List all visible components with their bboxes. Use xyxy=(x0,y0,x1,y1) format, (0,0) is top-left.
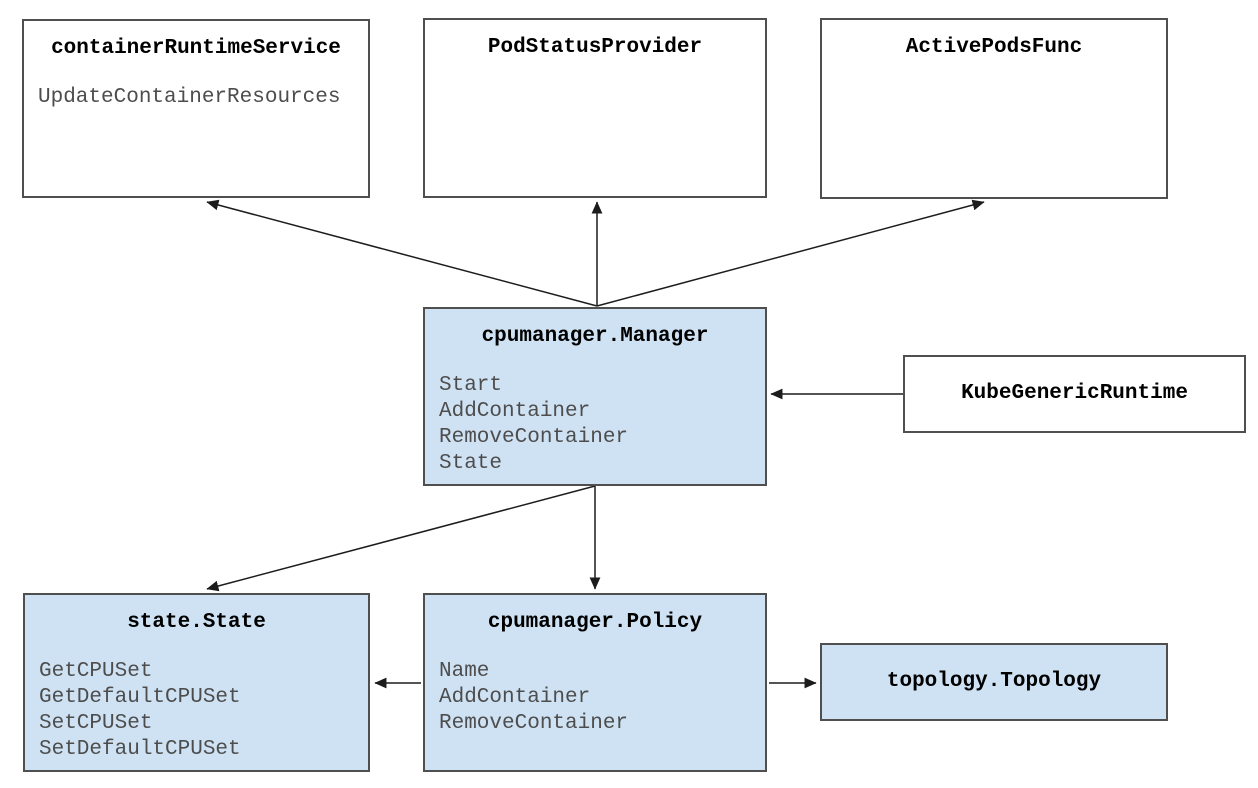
arrow-manager-to-state-state xyxy=(206,485,596,592)
node-title: ActivePodsFunc xyxy=(905,36,1083,59)
node-methods: GetCPUSet GetDefaultCPUSet SetCPUSet Set… xyxy=(39,660,241,761)
arrow-manager-to-container-runtime-service xyxy=(206,199,598,307)
node-title: KubeGenericRuntime xyxy=(961,382,1188,405)
node-container-runtime-service: containerRuntimeService UpdateContainerR… xyxy=(22,19,370,198)
node-title: cpumanager.Manager xyxy=(481,325,709,348)
node-title: containerRuntimeService xyxy=(51,37,341,60)
node-title: cpumanager.Policy xyxy=(487,611,703,634)
node-methods: Name AddContainer RemoveContainer xyxy=(439,660,629,735)
node-topology-topology: topology.Topology xyxy=(820,643,1168,721)
node-cpumanager-policy: cpumanager.Policy Name AddContainer Remo… xyxy=(423,593,767,772)
node-state-state: state.State GetCPUSet GetDefaultCPUSet S… xyxy=(23,593,370,772)
node-title: state.State xyxy=(127,611,266,634)
node-methods: Start AddContainer RemoveContainer State xyxy=(439,374,629,475)
node-kube-generic-runtime: KubeGenericRuntime xyxy=(903,355,1246,433)
node-methods: UpdateContainerResources xyxy=(38,86,341,109)
node-pod-status-provider: PodStatusProvider xyxy=(423,18,767,198)
arrow-manager-to-active-pods-func xyxy=(596,199,985,307)
node-active-pods-func: ActivePodsFunc xyxy=(820,18,1168,199)
node-cpumanager-manager: cpumanager.Manager Start AddContainer Re… xyxy=(423,307,767,486)
node-title: PodStatusProvider xyxy=(487,36,703,59)
node-title: topology.Topology xyxy=(886,670,1102,693)
